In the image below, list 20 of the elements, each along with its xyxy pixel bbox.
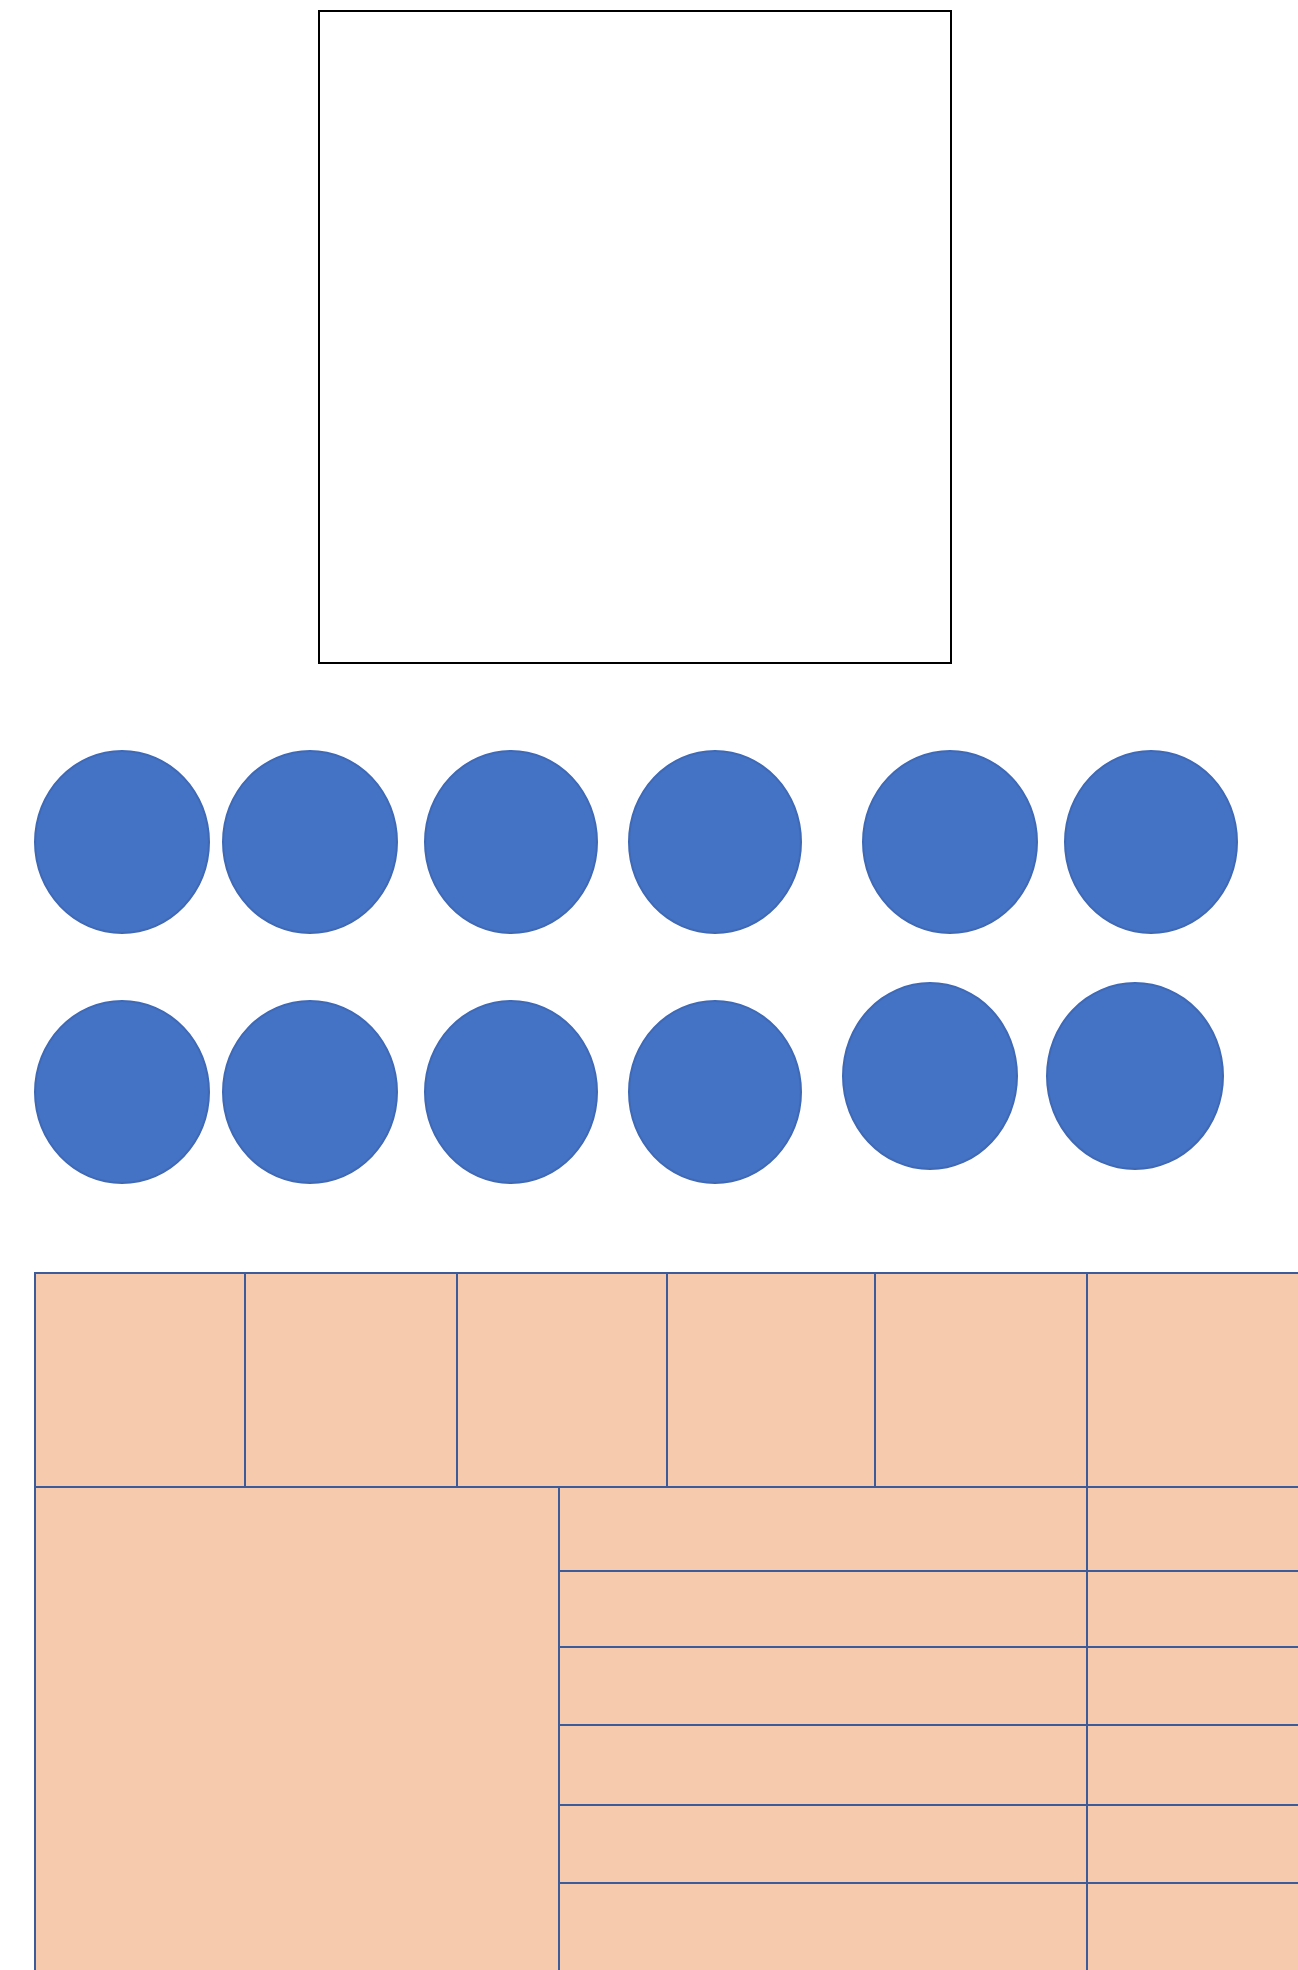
grid-cell [558, 1570, 1088, 1648]
grid-cell [874, 1272, 1088, 1488]
grid-cell [34, 1486, 560, 1970]
grid-cell [558, 1646, 1088, 1726]
grid-cell [34, 1272, 246, 1488]
grid-cell [1086, 1882, 1298, 1970]
grid-cell [1086, 1646, 1298, 1726]
grid-cell [456, 1272, 668, 1488]
grid-cell [558, 1804, 1088, 1884]
grid-cell [558, 1882, 1088, 1970]
grid-cell [1086, 1724, 1298, 1806]
grid-cell [244, 1272, 458, 1488]
grid-cell [558, 1486, 1088, 1572]
grid-cell [1086, 1486, 1298, 1572]
outlined-square [318, 10, 952, 664]
grid-cell [1086, 1570, 1298, 1648]
grid-cell [1086, 1272, 1298, 1488]
grid-cell [666, 1272, 876, 1488]
grid-cell [558, 1724, 1088, 1806]
grid-cell [1086, 1804, 1298, 1884]
